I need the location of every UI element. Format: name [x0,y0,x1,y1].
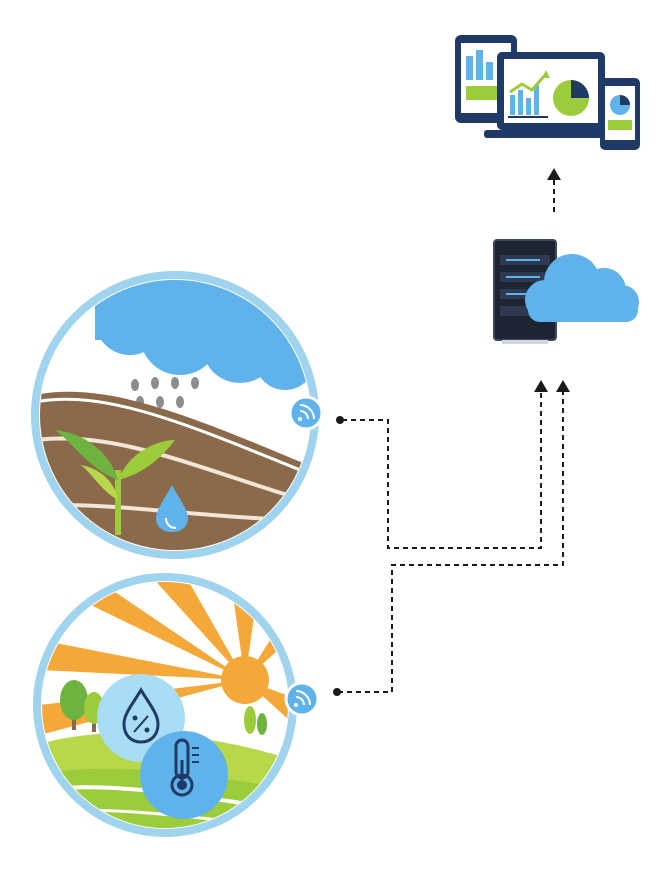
wifi-badge-icon [290,397,322,429]
server-cloud-icon [494,240,639,344]
wifi-badge-icon [286,683,318,715]
connector-weather-to-server [338,388,563,692]
soil-rain-scene-icon [35,255,322,560]
devices-dashboard-icon [455,35,640,150]
sun-humidity-temperature-scene-icon [37,575,318,833]
connector-soil-to-server [342,388,541,548]
